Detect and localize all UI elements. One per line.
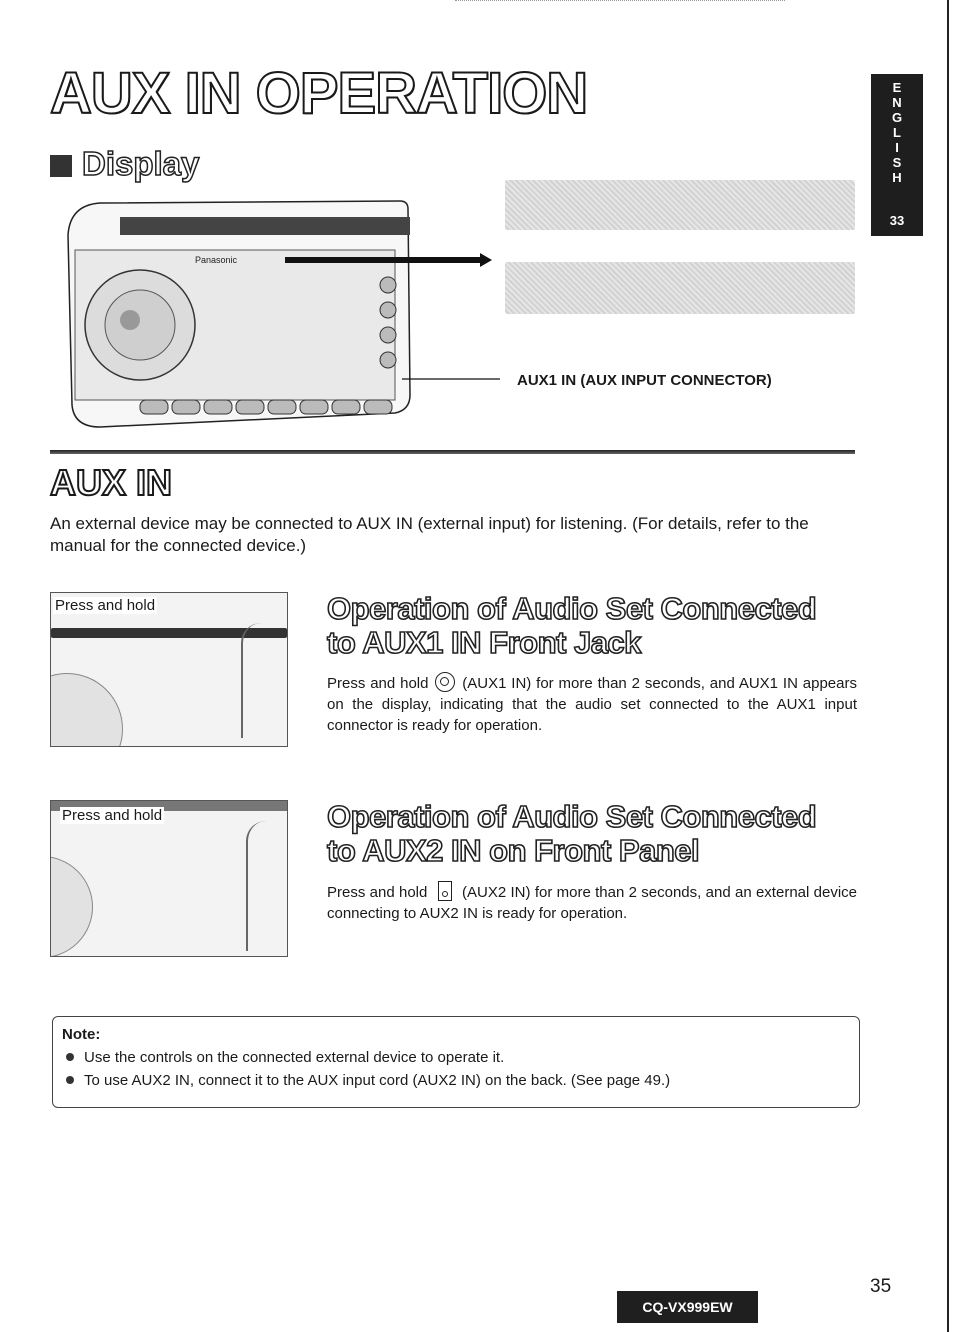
aux1-figure-slot (51, 628, 287, 638)
aux2-figure-slot (51, 801, 287, 811)
note-item: Use the controls on the connected extern… (62, 1046, 504, 1069)
note-title: Note: (62, 1026, 101, 1043)
aux1-body-rest: (AUX1 IN) for more than 2 seconds, and A… (327, 675, 857, 734)
aux2-figure (50, 800, 288, 957)
aux1-title-line1: Operation of Audio Set Connected (326, 591, 817, 627)
square-bullet-icon (50, 155, 72, 177)
note-item-text: To use AUX2 IN, connect it to the AUX in… (84, 1072, 671, 1089)
aux2-body-rest: (AUX2 IN) for more than 2 seconds, and a… (327, 884, 858, 922)
side-tab-number: 33 (889, 213, 905, 228)
side-tab-letters: ENGLISH (871, 74, 923, 185)
aux-in-intro: An external device may be connected to A… (50, 514, 809, 555)
page-number: 35 (870, 1276, 892, 1297)
page-edge-rule (947, 0, 949, 1332)
aux2-button-icon (437, 881, 452, 901)
side-tab-language: ENGLISH (892, 80, 903, 185)
display-screen-upper (505, 180, 855, 230)
display-heading: Display (50, 144, 200, 183)
aux1-body-lead: Press and hold (327, 675, 429, 692)
display-screen-lower (505, 262, 855, 314)
aux2-figure-label: Press and hold (60, 807, 165, 824)
connector-label: AUX1 IN (AUX INPUT CONNECTOR) (517, 372, 772, 389)
section-divider (50, 450, 855, 454)
aux1-section-title: Operation of Audio Set Connected to AUX1… (326, 591, 817, 661)
aux1-figure-hand (241, 623, 283, 738)
aux1-body: Press and hold (AUX1 IN) for more than 2… (327, 672, 857, 736)
aux-in-heading: AUX IN (49, 461, 173, 504)
display-heading-text: Display (81, 144, 200, 183)
bullet-icon (66, 1053, 74, 1061)
note-box (52, 1016, 860, 1108)
aux2-body-lead: Press and hold (327, 884, 428, 901)
aux2-section-title: Operation of Audio Set Connected to AUX2… (326, 799, 817, 869)
aux2-title-line1: Operation of Audio Set Connected (326, 799, 817, 835)
bullet-icon (66, 1076, 74, 1084)
aux2-title-line2: to AUX2 IN on Front Panel (326, 833, 700, 869)
aux1-figure-label: Press and hold (53, 597, 158, 614)
model-badge: CQ-VX999EW (617, 1291, 758, 1323)
page-title: AUX IN OPERATION (49, 60, 589, 127)
top-dotted-mark (455, 0, 785, 5)
aux2-body: Press and hold (AUX2 IN) for more than 2… (327, 881, 857, 924)
aux1-button-icon (435, 672, 456, 692)
aux2-figure-hand (246, 821, 278, 951)
aux1-figure (50, 592, 288, 747)
head-unit-illustration: Panasonic (67, 200, 500, 428)
aux2-figure-dial (51, 856, 93, 956)
note-item-text: Use the controls on the connected extern… (84, 1049, 505, 1066)
aux1-figure-dial (51, 673, 123, 746)
aux1-title-line2: to AUX1 IN Front Jack (326, 625, 642, 661)
language-side-tab: ENGLISH 33 (871, 74, 923, 236)
note-item: To use AUX2 IN, connect it to the AUX in… (62, 1069, 670, 1092)
brand-text: Panasonic (195, 255, 238, 265)
